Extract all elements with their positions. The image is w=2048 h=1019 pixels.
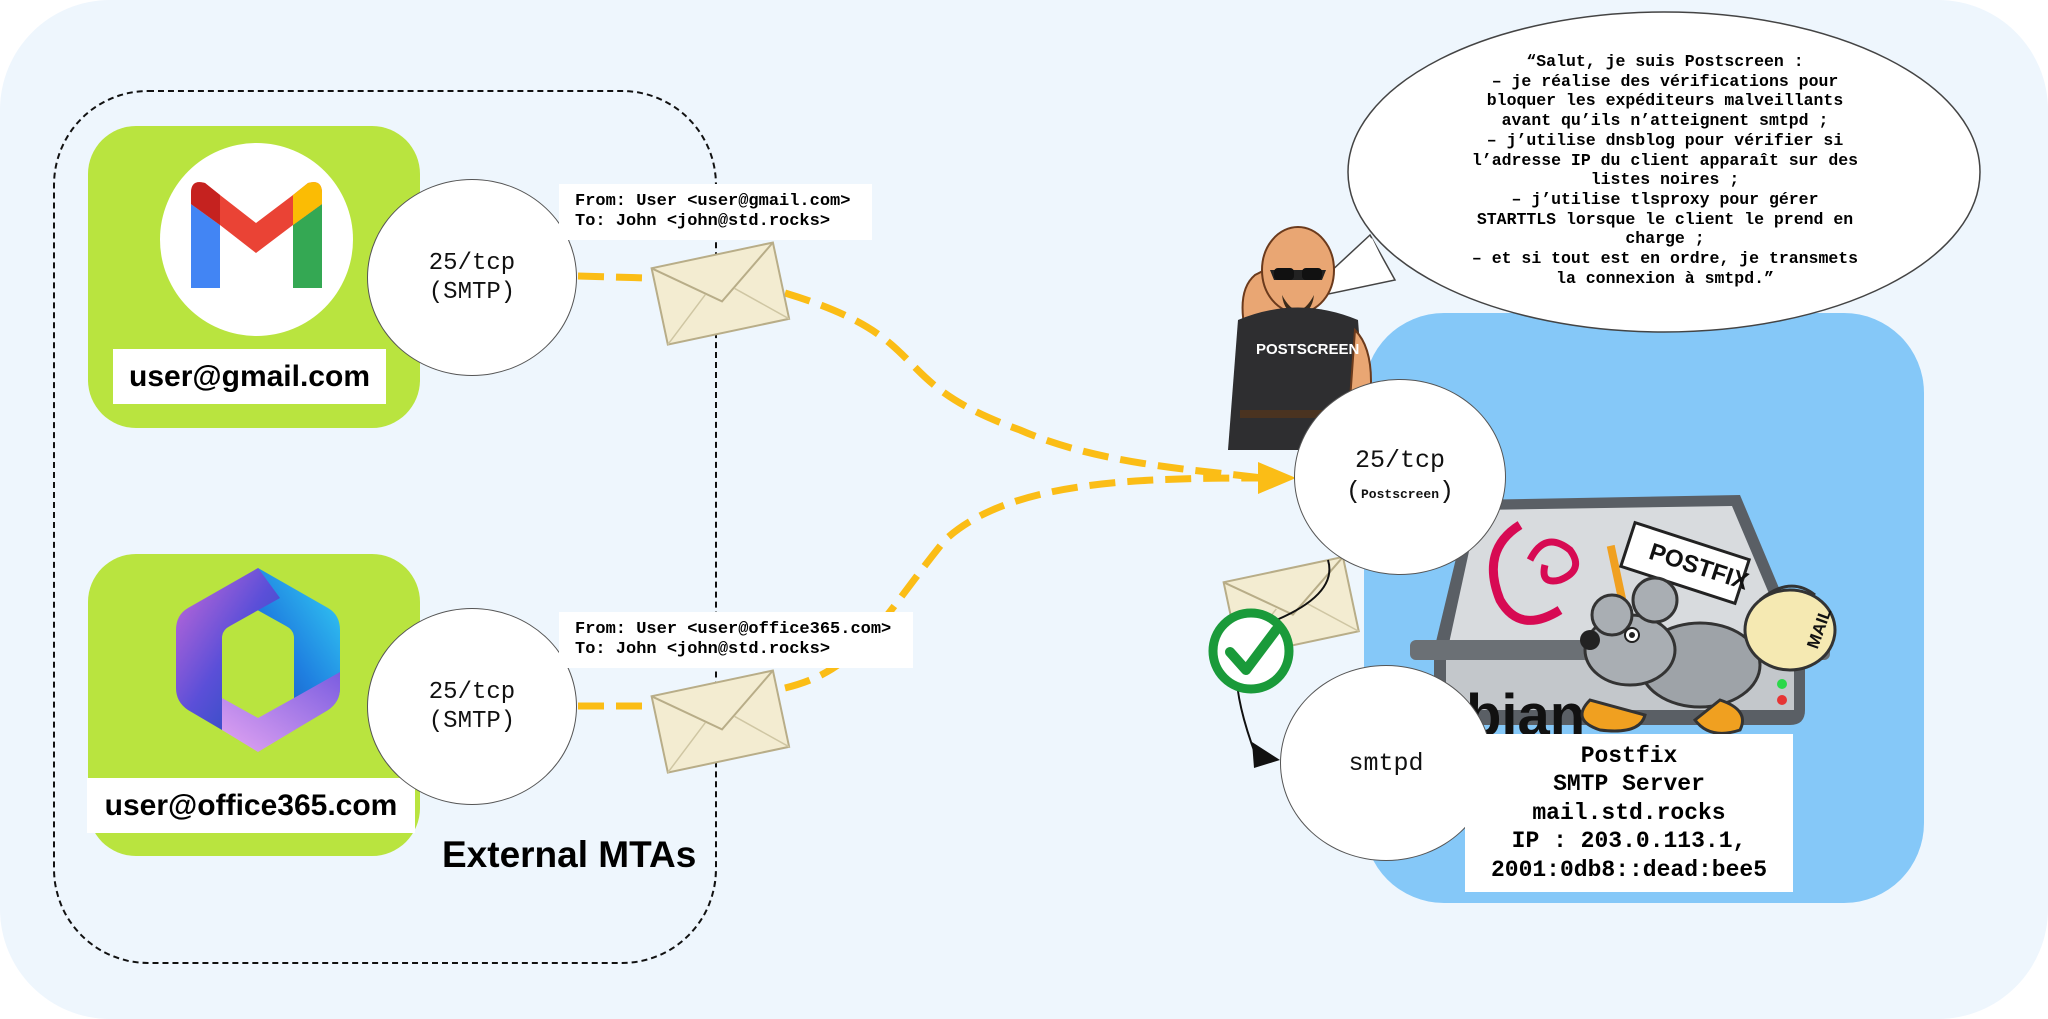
- protocol-label: (SMTP): [428, 278, 516, 306]
- smtpd-node: smtpd: [1280, 665, 1492, 861]
- speech-line: charge ;: [1625, 229, 1705, 249]
- header-from: From: User <user@office365.com>: [575, 620, 892, 639]
- postfix-mascot: POSTFIX MAIL: [1580, 520, 1837, 735]
- protocol-label: (Postscreen): [1345, 476, 1455, 506]
- postscreen-port: 25/tcp (Postscreen): [1294, 379, 1506, 575]
- server-hostname: mail.std.rocks: [1532, 799, 1726, 826]
- gmail-smtp-port: 25/tcp (SMTP): [367, 179, 577, 376]
- office365-icon: [176, 568, 340, 752]
- postscreen-speech-text: “Salut, je suis Postscreen : – je réalis…: [1395, 52, 1935, 288]
- gmail-logo-circle: [160, 143, 353, 336]
- envelope-office365: [650, 669, 791, 774]
- server-name: Postfix: [1580, 742, 1678, 769]
- smtpd-label: smtpd: [1348, 748, 1424, 778]
- gmail-address: user@gmail.com: [113, 349, 386, 404]
- speech-line: l’adresse IP du client apparaît sur des: [1471, 150, 1859, 170]
- header-to: To: John <john@std.rocks>: [575, 640, 831, 659]
- bouncer-shirt-text: POSTSCREEN: [1256, 341, 1359, 358]
- speech-line: – je réalise des vérifications pour: [1491, 71, 1839, 91]
- port-label: 25/tcp: [428, 678, 516, 706]
- gmail-icon: [191, 182, 322, 288]
- port-label: 25/tcp: [1354, 445, 1445, 475]
- speech-line: avant qu’ils n’atteignent smtpd ;: [1501, 111, 1829, 131]
- server-role: SMTP Server: [1553, 771, 1705, 798]
- speech-line: – et si tout est en ordre, je transmets: [1471, 249, 1859, 269]
- speech-line: STARTTLS lorsque le client le prend en: [1476, 209, 1854, 229]
- office365-smtp-port: 25/tcp (SMTP): [367, 608, 577, 805]
- protocol-label: (SMTP): [428, 707, 516, 735]
- server-ipv4: IP : 203.0.113.1,: [1511, 828, 1747, 855]
- check-icon: [1208, 608, 1294, 694]
- postscreen-label: Postscreen: [1360, 486, 1439, 502]
- speech-line: – j’utilise dnsblog pour vérifier si: [1486, 130, 1844, 150]
- handoff-arrowhead: [1252, 742, 1280, 768]
- header-from: From: User <user@gmail.com>: [575, 192, 851, 211]
- envelope-gmail: [650, 241, 791, 346]
- speech-line: bloquer les expéditeurs malveillants: [1486, 91, 1844, 111]
- server-info-box: Postfix SMTP Server mail.std.rocks IP : …: [1465, 734, 1793, 892]
- speech-line: listes noires ;: [1590, 170, 1740, 190]
- port-label: 25/tcp: [428, 249, 516, 277]
- external-mtas-label: External MTAs: [442, 834, 697, 875]
- speech-line: – j’utilise tlsproxy pour gérer: [1511, 189, 1819, 209]
- server-ipv6: 2001:0db8::dead:bee5: [1490, 856, 1768, 883]
- flow-arrow-office365: [578, 474, 1263, 710]
- flow-arrow-gmail: [577, 272, 1263, 482]
- office365-logo: [168, 560, 348, 760]
- gmail-mail-header: From: User <user@gmail.com> To: John <jo…: [559, 184, 872, 240]
- office365-mail-header: From: User <user@office365.com> To: John…: [559, 612, 913, 668]
- external-mtas-group: [53, 90, 717, 964]
- flow-arrowhead: [1258, 462, 1296, 494]
- header-to: To: John <john@std.rocks>: [575, 212, 831, 231]
- office365-address: user@office365.com: [87, 778, 415, 833]
- speech-line: la connexion à smtpd.”: [1556, 268, 1774, 288]
- speech-line: “Salut, je suis Postscreen :: [1526, 52, 1804, 71]
